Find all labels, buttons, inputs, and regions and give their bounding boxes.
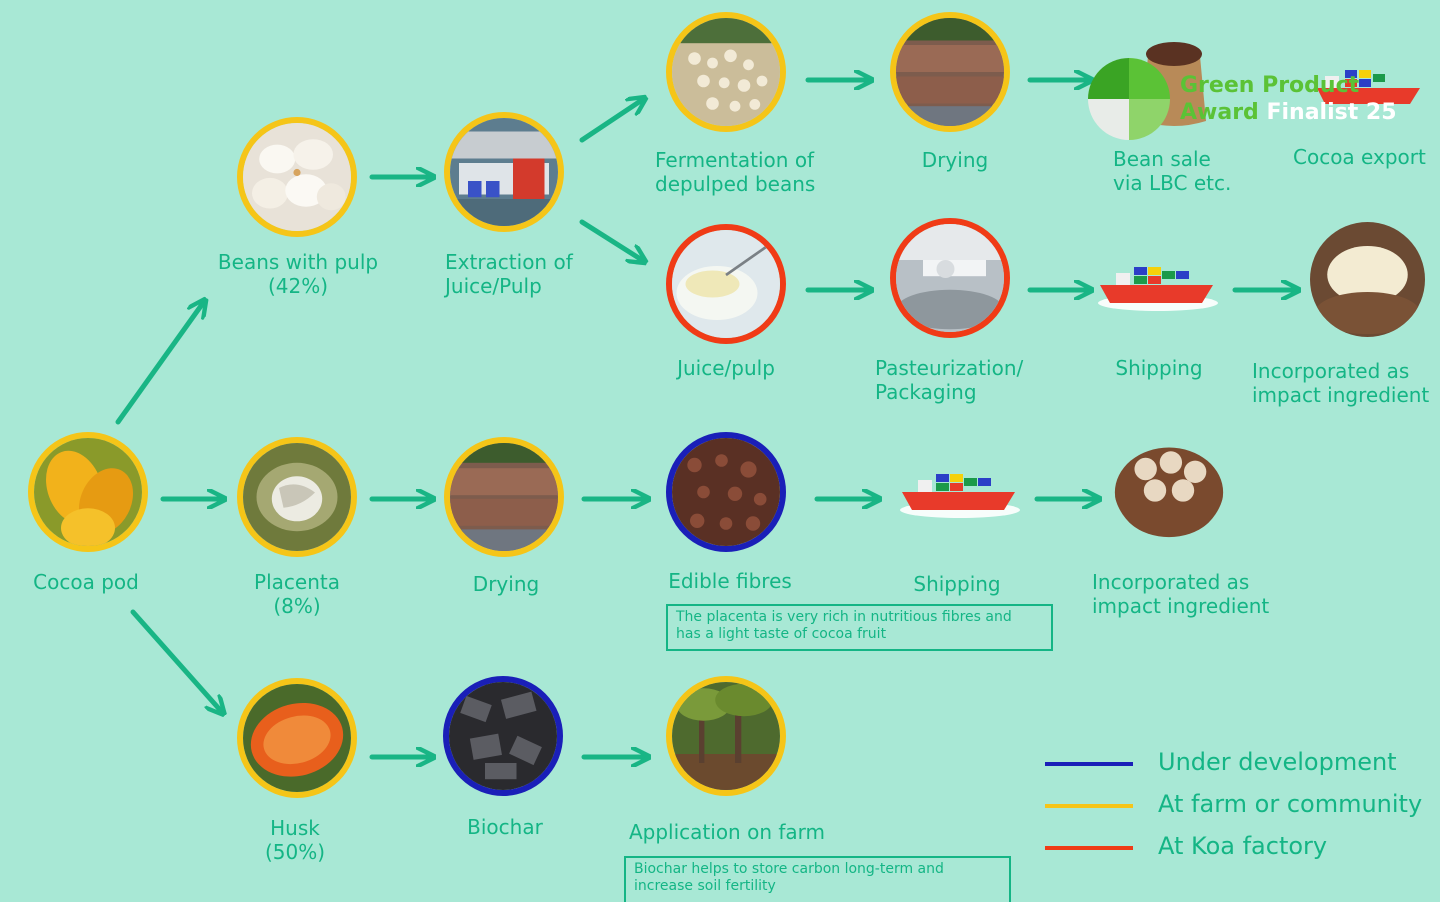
edible-fibres-image [666, 432, 786, 552]
shipping-fibres-label: Shipping [913, 572, 1001, 596]
drying-placenta-image [444, 437, 564, 557]
juice-ship-image [1098, 267, 1218, 311]
cocoa-pod-label: Cocoa pod [33, 570, 139, 594]
beans-with-pulp-image [237, 117, 357, 237]
application-farm-image [666, 676, 786, 796]
legend: Under development At farm or community A… [1045, 745, 1425, 871]
husk-image [237, 678, 357, 798]
beans-with-pulp-label: Beans with pulp(42%) [217, 250, 379, 298]
ice-cream-image [1310, 222, 1425, 337]
pasteurization-image [890, 218, 1010, 338]
fibres-ship-image [900, 474, 1020, 518]
export-ship-image [1317, 70, 1420, 104]
extraction-image [444, 112, 564, 232]
arrow-extraction-to-fermentation [579, 100, 642, 143]
drying-beans-label: Drying [921, 148, 989, 172]
edible-fibres-label: Edible fibres [668, 569, 792, 593]
juice-pulp-image [666, 224, 786, 344]
drying-beans-image [890, 12, 1010, 132]
arrow-pod-to-beans [115, 303, 203, 425]
arrow-extraction-to-juice [579, 219, 642, 260]
award-text: Green Product Award Finalist 25 [1180, 73, 1397, 125]
fermentation-image [666, 12, 786, 132]
juice-pulp-label: Juice/pulp [677, 356, 775, 380]
legend-swatch [1045, 804, 1133, 808]
energy-balls-image [1113, 427, 1225, 539]
shipping-juice-label: Shipping [1115, 356, 1203, 380]
legend-label: At farm or community [1158, 790, 1423, 818]
award-badge: Green Product Award Finalist 25 [1088, 58, 1397, 140]
arrow-pod-to-husk [130, 609, 221, 711]
biochar-image [443, 676, 563, 796]
placenta-image [237, 437, 357, 557]
biochar-note: Biochar helps to store carbon long-term … [624, 856, 1011, 902]
legend-swatch [1045, 762, 1133, 766]
application-farm-label: Application on farm [628, 820, 826, 844]
legend-swatch [1045, 846, 1133, 850]
legend-item-koa-factory: At Koa factory [1045, 829, 1425, 871]
placenta-note: The placenta is very rich in nutritious … [666, 604, 1053, 651]
cocoa-pod-image [28, 432, 148, 552]
legend-label: Under development [1158, 748, 1397, 776]
cocoa-export-label: Cocoa export [1293, 145, 1426, 169]
pasteurization-label: Pasteurization/Packaging [875, 356, 1024, 404]
biochar-label: Biochar [467, 815, 543, 839]
legend-item-farm-community: At farm or community [1045, 787, 1425, 829]
legend-label: At Koa factory [1158, 832, 1328, 860]
drying-placenta-label: Drying [472, 572, 540, 596]
legend-item-under-development: Under development [1045, 745, 1425, 787]
husk-label: Husk(50%) [264, 816, 326, 864]
award-logo-icon [1088, 58, 1170, 140]
placenta-label: Placenta(8%) [254, 570, 340, 618]
